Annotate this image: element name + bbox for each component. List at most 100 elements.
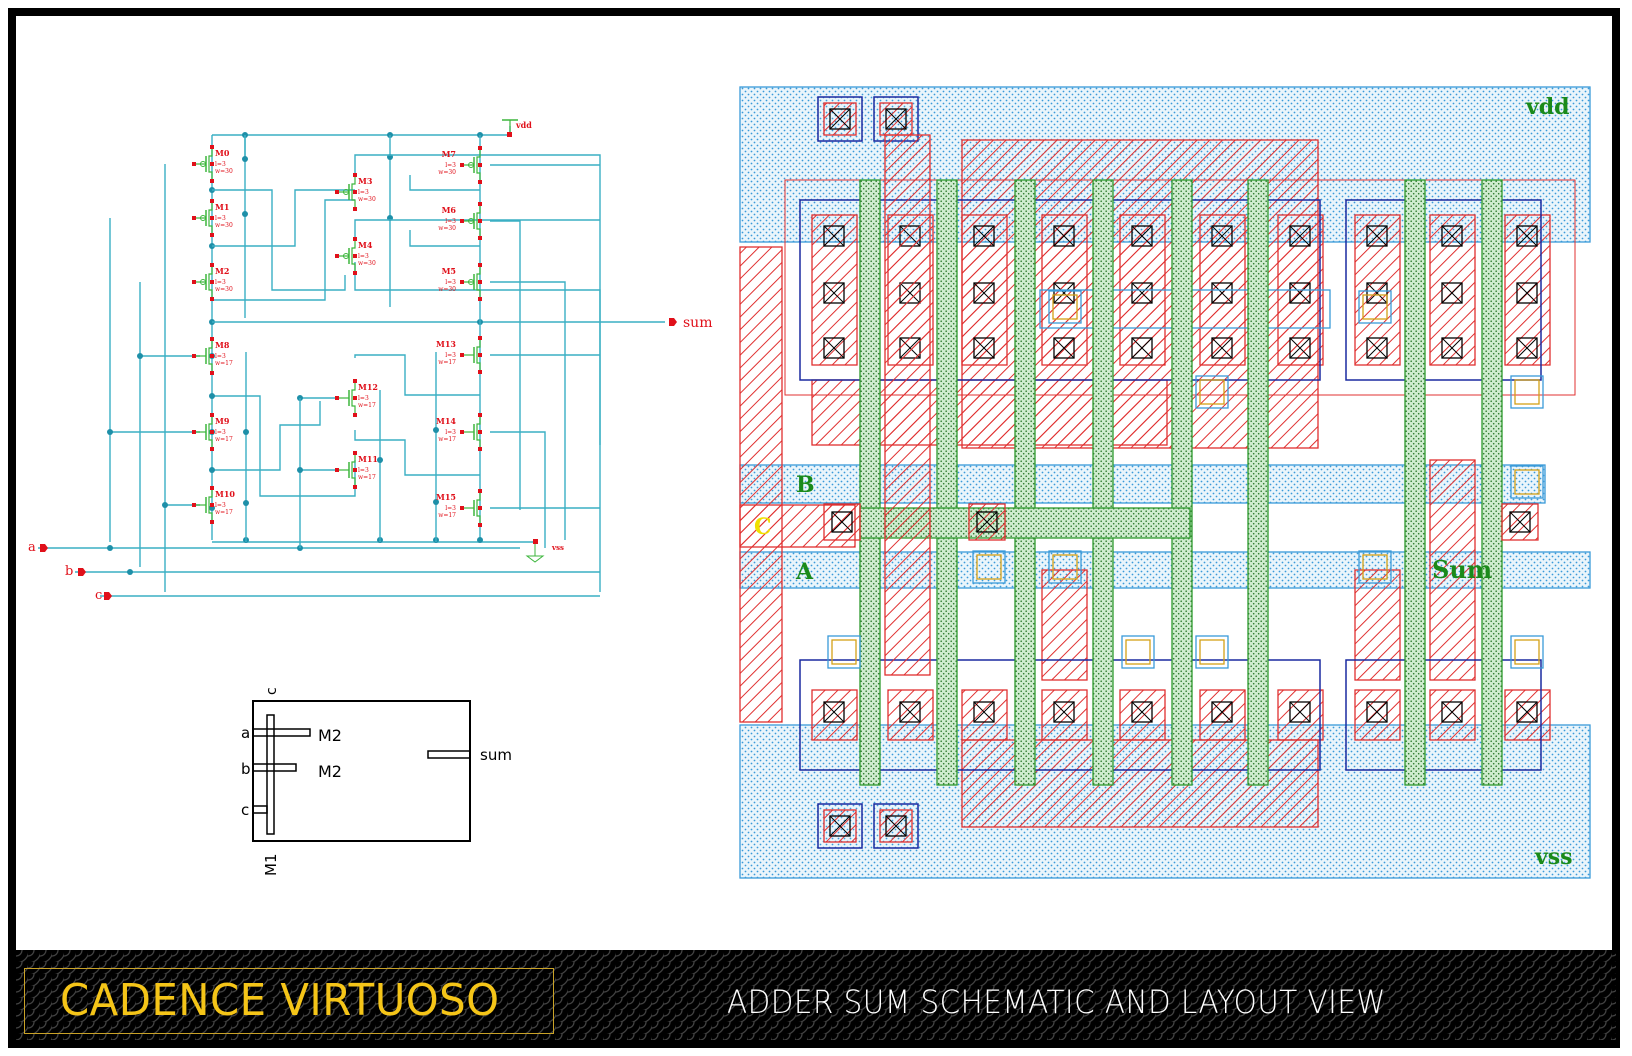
body-pin bbox=[478, 506, 482, 510]
contact bbox=[1289, 225, 1311, 247]
wire bbox=[212, 401, 321, 471]
transistor-length: l=3 bbox=[215, 279, 226, 286]
contact-x bbox=[973, 225, 995, 247]
via-outline bbox=[1510, 375, 1544, 409]
source-pin bbox=[478, 236, 482, 240]
contact bbox=[823, 701, 845, 723]
channel bbox=[476, 205, 481, 237]
channel bbox=[351, 176, 356, 208]
transistor-width: w=17 bbox=[438, 512, 456, 519]
channel bbox=[208, 202, 213, 234]
pmos-transistor: M4l=3w=30 bbox=[335, 237, 376, 275]
stick-pin-b: b bbox=[241, 760, 251, 778]
transistor-width: w=17 bbox=[438, 359, 456, 366]
contact-x bbox=[823, 225, 845, 247]
wire bbox=[409, 175, 480, 191]
pin-b-icon bbox=[78, 568, 86, 576]
bubble bbox=[343, 189, 349, 195]
via-outline bbox=[1358, 550, 1392, 584]
gate-pin bbox=[460, 219, 464, 223]
tap-contact bbox=[885, 108, 907, 130]
stick-device-label-2: M2 bbox=[318, 762, 342, 781]
contact-x bbox=[823, 337, 845, 359]
pmos-diffusion bbox=[1354, 214, 1401, 366]
transistor-length: l=3 bbox=[358, 253, 369, 260]
nmos-diffusion bbox=[1429, 689, 1476, 741]
nmos-diffusion bbox=[1119, 689, 1166, 741]
transistor-width: w=17 bbox=[438, 436, 456, 443]
contact bbox=[1211, 225, 1233, 247]
tap-diffusion bbox=[879, 809, 913, 843]
nmos-diffusion bbox=[1277, 689, 1324, 741]
stick-bottom-label: M1 bbox=[262, 854, 280, 877]
drain-pin bbox=[478, 336, 482, 340]
vdd-pin bbox=[507, 132, 512, 137]
stick-pin-a: a bbox=[241, 724, 250, 742]
poly-gate bbox=[1092, 179, 1114, 786]
brand-box bbox=[24, 968, 554, 1034]
via bbox=[1052, 294, 1078, 320]
channel bbox=[208, 266, 213, 298]
wire bbox=[354, 430, 480, 476]
transistor-name: M5 bbox=[442, 266, 456, 276]
transistor-name: M10 bbox=[215, 489, 235, 499]
gate-pin bbox=[192, 354, 196, 358]
source-pin bbox=[210, 520, 214, 524]
contact-x bbox=[899, 701, 921, 723]
via bbox=[1514, 469, 1540, 495]
layout-view bbox=[739, 86, 1591, 879]
via bbox=[1199, 639, 1225, 665]
drain-pin bbox=[210, 413, 214, 417]
body-pin bbox=[478, 280, 482, 284]
drain-pin bbox=[478, 146, 482, 150]
contact-x bbox=[1289, 282, 1311, 304]
nmos-transistor: M9l=3w=17 bbox=[192, 413, 233, 451]
channel bbox=[208, 416, 213, 448]
poly-gate bbox=[1171, 179, 1193, 786]
via-outline bbox=[1358, 290, 1392, 324]
schematic-devices: M0l=3w=30M1l=3w=30M2l=3w=30M3l=3w=30M4l=… bbox=[40, 119, 677, 600]
transistor-length: l=3 bbox=[358, 395, 369, 402]
contact bbox=[1366, 337, 1388, 359]
wire bbox=[354, 354, 480, 396]
bubble bbox=[200, 279, 206, 285]
drain-pin bbox=[210, 145, 214, 149]
contact bbox=[1366, 701, 1388, 723]
gate-pin bbox=[192, 280, 196, 284]
contact-x bbox=[1289, 701, 1311, 723]
pmos-transistor: M0l=3w=30 bbox=[192, 145, 233, 183]
via bbox=[1052, 554, 1078, 580]
body-pin bbox=[210, 162, 214, 166]
source-pin bbox=[210, 297, 214, 301]
gate-pin bbox=[335, 190, 339, 194]
vss-label: vss bbox=[551, 543, 564, 552]
transistor-length: l=3 bbox=[445, 352, 456, 359]
junction-dot bbox=[162, 502, 168, 508]
contact-x bbox=[1211, 337, 1233, 359]
contact-x bbox=[885, 815, 907, 837]
body-pin bbox=[478, 163, 482, 167]
contact bbox=[973, 225, 995, 247]
source-pin bbox=[478, 370, 482, 374]
pin-a-label: a bbox=[28, 540, 36, 555]
bubble bbox=[200, 215, 206, 221]
transistor-width: w=30 bbox=[215, 286, 233, 293]
sum-pin-icon bbox=[669, 318, 677, 326]
transistor-width: w=17 bbox=[358, 474, 376, 481]
via bbox=[831, 639, 857, 665]
contact-x bbox=[1366, 225, 1388, 247]
pmos-transistor: M6l=3w=30 bbox=[438, 202, 482, 240]
drain-pin bbox=[353, 237, 357, 241]
gate-pin bbox=[192, 162, 196, 166]
channel bbox=[476, 149, 481, 181]
poly-gate bbox=[859, 179, 881, 786]
source-pin bbox=[478, 447, 482, 451]
sum-output-strap bbox=[1429, 459, 1476, 681]
contact-x bbox=[1289, 337, 1311, 359]
transistor-width: w=30 bbox=[358, 196, 376, 203]
gate-pin bbox=[335, 254, 339, 258]
drain-pin bbox=[478, 202, 482, 206]
transistor-name: M3 bbox=[358, 176, 373, 186]
